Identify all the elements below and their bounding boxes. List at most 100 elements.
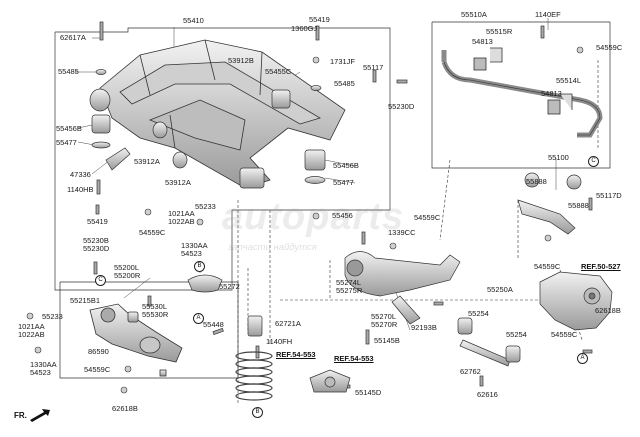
- label-55485-left: 55485: [58, 67, 79, 76]
- label-54559C-mid: 54559C: [139, 228, 166, 237]
- label-54559C-right-mid: 54559C: [534, 262, 561, 271]
- label-55485-right: 55485: [334, 79, 355, 88]
- coil-spring: [235, 351, 273, 401]
- label-55274L: 55274L: [336, 278, 362, 287]
- label-55145D: 55145D: [355, 388, 382, 397]
- label-55233-left: 55233: [42, 312, 63, 321]
- label-53912B: 53912B: [228, 56, 254, 65]
- nuts: [26, 46, 584, 394]
- label-54559C-center: 54559C: [414, 213, 441, 222]
- lower-arm: [89, 303, 183, 377]
- label-54523-left: 54523: [30, 368, 51, 377]
- label-1330AA-left: 1330AA: [30, 360, 57, 369]
- label-62721A: 62721A: [275, 319, 301, 328]
- marker-c-left: C: [95, 275, 106, 286]
- label-1021AA-left: 1021AA: [18, 322, 45, 331]
- ref-54-553-left[interactable]: REF.54-553: [276, 350, 316, 359]
- label-55510A: 55510A: [461, 10, 487, 19]
- label-62616: 62616: [477, 390, 498, 399]
- label-1022AB-top: 1022AB: [168, 217, 195, 226]
- label-55456B-right: 55456B: [333, 161, 359, 170]
- label-86590: 86590: [88, 347, 109, 356]
- label-55515R: 55515R: [486, 27, 513, 36]
- label-62618B-right: 62618B: [595, 306, 621, 315]
- stabilizer-link: [517, 172, 582, 235]
- spring-seat: [247, 315, 351, 393]
- label-1022AB-left: 1022AB: [18, 330, 45, 339]
- label-55254-2: 55254: [506, 330, 527, 339]
- bracket-47336: [105, 147, 131, 171]
- watermark-subtitle: запчасти найдутся: [228, 242, 317, 253]
- label-54559C-bottom-right: 54559C: [551, 330, 578, 339]
- label-53912A-2: 53912A: [165, 178, 191, 187]
- label-1330AA-top: 1330AA: [181, 241, 208, 250]
- label-55100: 55100: [548, 153, 569, 162]
- label-55456: 55456: [332, 211, 353, 220]
- label-55254-1: 55254: [468, 309, 489, 318]
- label-55117: 55117: [363, 63, 384, 72]
- label-54523-top: 54523: [181, 249, 202, 258]
- ref-50-527[interactable]: REF.50-527: [581, 262, 621, 271]
- label-92193B: 92193B: [411, 323, 437, 332]
- rear-knuckle: [539, 271, 613, 331]
- label-55272: 55272: [219, 282, 240, 291]
- stabilizer-bar: [441, 47, 603, 138]
- marker-b-bottom: B: [252, 407, 263, 418]
- subframe-bushings: [89, 69, 326, 189]
- label-62762: 62762: [460, 367, 481, 376]
- label-1731JF: 1731JF: [330, 57, 356, 66]
- stabilizer-box: [431, 21, 611, 169]
- label-54559C-left: 54559C: [84, 365, 111, 374]
- label-55514L: 55514L: [556, 76, 582, 85]
- label-1140HB: 1140HB: [67, 185, 94, 194]
- marker-a-left: A: [193, 313, 204, 324]
- label-55448: 55448: [203, 320, 224, 329]
- label-1339CC: 1339CC: [388, 228, 416, 237]
- label-47336: 47336: [70, 170, 91, 179]
- label-1021AA-top: 1021AA: [168, 209, 195, 218]
- subframe-box: [54, 27, 391, 291]
- label-54813-2: 54813: [541, 89, 562, 98]
- label-55270L: 55270L: [371, 312, 397, 321]
- label-55888-1: 55888: [526, 177, 547, 186]
- label-55477-left: 55477: [56, 138, 77, 147]
- label-55419-bottom: 55419: [87, 217, 108, 226]
- label-62618B-left: 62618B: [112, 404, 138, 413]
- label-55117D: 55117D: [596, 191, 622, 200]
- front-direction-label: FR.: [14, 411, 27, 420]
- label-55200R: 55200R: [114, 271, 141, 280]
- label-55888-2: 55888: [568, 201, 589, 210]
- marker-a-right: A: [577, 353, 588, 364]
- fr-arrow-icon: [30, 409, 50, 422]
- label-55275R: 55275R: [336, 286, 363, 295]
- label-1140FH: 1140FH: [266, 337, 293, 346]
- label-55230D-left: 55230D: [83, 244, 110, 253]
- marker-c-right: C: [588, 156, 599, 167]
- marker-b-top: B: [194, 261, 205, 272]
- label-1140EF: 1140EF: [535, 10, 561, 19]
- label-55230B: 55230B: [83, 236, 109, 245]
- label-55456B-left: 55456B: [56, 124, 82, 133]
- label-55200L: 55200L: [114, 263, 140, 272]
- label-55530R: 55530R: [142, 310, 169, 319]
- label-55455C: 55455C: [265, 67, 292, 76]
- subframe: [99, 39, 346, 189]
- label-55410: 55410: [183, 16, 204, 25]
- label-1360GJ: 1360GJ: [291, 24, 318, 33]
- watermark-brand: autoparts: [222, 196, 405, 238]
- label-55145B: 55145B: [374, 336, 400, 345]
- label-55530L: 55530L: [142, 302, 168, 311]
- label-55233-top: 55233: [195, 202, 216, 211]
- label-62617A: 62617A: [60, 33, 86, 42]
- spring-pad: [187, 274, 223, 293]
- label-55477-right: 55477: [333, 178, 354, 187]
- trailing-arm: [344, 251, 461, 325]
- label-54813-1: 54813: [472, 37, 493, 46]
- label-55419-top: 55419: [309, 15, 330, 24]
- ref-54-553-right[interactable]: REF.54-553: [334, 354, 374, 363]
- label-55230D: 55230D: [388, 102, 415, 111]
- label-54559C-top-right: 54559C: [596, 43, 623, 52]
- lateral-link: [457, 317, 521, 367]
